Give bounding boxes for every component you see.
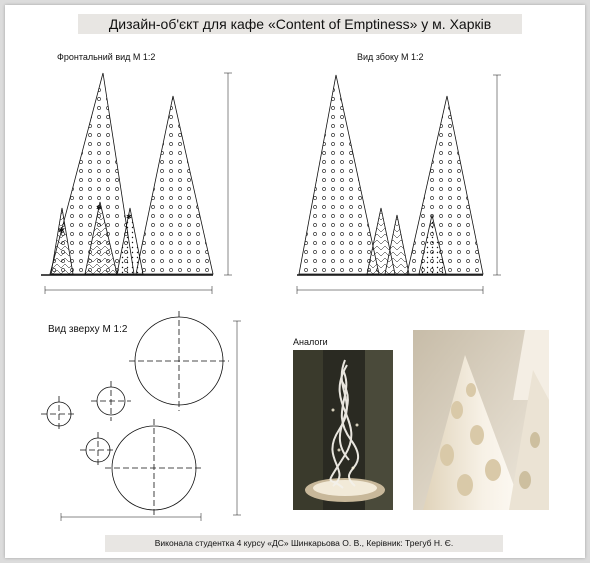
front-view-label: Фронтальний вид М 1:2 — [57, 52, 156, 62]
footer-band — [105, 535, 503, 552]
svg-text:✱: ✱ — [96, 204, 102, 212]
sheet-title: Дизайн-об'єкт для кафе «Content of Empti… — [108, 16, 492, 32]
side-view-label: Вид збоку М 1:2 — [357, 52, 424, 62]
analog-photo-light-sculpture — [293, 350, 393, 510]
drawing-sheet: Дизайн-об'єкт для кафе «Content of Empti… — [5, 5, 585, 558]
paper-cones-image — [413, 330, 549, 510]
top-view-label: Вид зверху М 1:2 — [48, 324, 128, 335]
side-view-drawing — [296, 74, 501, 294]
title-band — [78, 14, 522, 34]
technical-drawing: ✱ ✱ ✱ — [41, 72, 501, 521]
top-view-drawing — [41, 311, 241, 521]
svg-text:✱: ✱ — [126, 213, 132, 221]
front-view-drawing: ✱ ✱ ✱ — [41, 72, 232, 294]
svg-text:✱: ✱ — [58, 226, 65, 235]
light-sculpture-image — [293, 350, 393, 510]
analogs-label: Аналоги — [293, 337, 328, 347]
analog-photo-paper-cones — [413, 330, 549, 510]
footer-credits: Виконала студентка 4 курсу «ДС» Шинкарьо… — [154, 538, 454, 548]
